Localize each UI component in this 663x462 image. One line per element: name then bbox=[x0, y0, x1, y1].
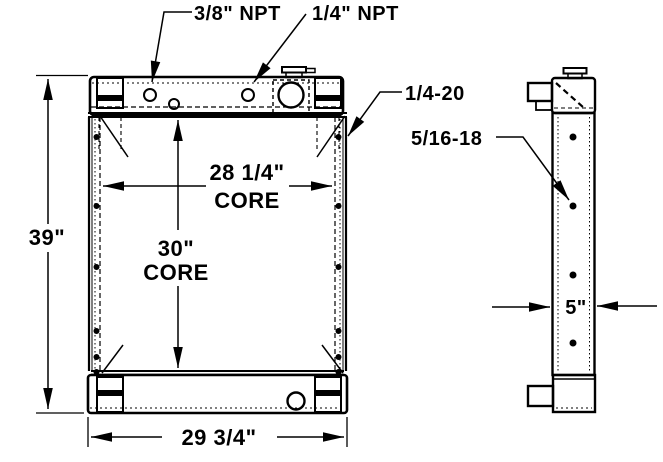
dimension-depth: 5" bbox=[492, 297, 657, 319]
core-side-channel-right bbox=[334, 117, 348, 371]
core-height-word: CORE bbox=[143, 260, 209, 285]
gusset-top-left bbox=[99, 115, 129, 158]
npt-1-4-label: 1/4" NPT bbox=[312, 3, 399, 25]
overflow-hole bbox=[168, 98, 180, 110]
front-view bbox=[86, 66, 349, 415]
callout-1-4-20: 1/4-20 bbox=[347, 83, 465, 137]
side-threaded-holes bbox=[569, 133, 577, 347]
thread-1-4-20-label: 1/4-20 bbox=[405, 83, 465, 105]
inlet-pipe bbox=[526, 81, 554, 111]
mounting-foot-left bbox=[96, 376, 124, 413]
side-body bbox=[551, 111, 596, 377]
npt-3-8-label: 3/8" NPT bbox=[194, 3, 281, 25]
side-view bbox=[526, 67, 597, 414]
callout-npt-3-8: 3/8" NPT bbox=[150, 3, 281, 83]
npt-1-4-hole bbox=[241, 88, 255, 102]
depth-label: 5" bbox=[565, 297, 587, 319]
outlet-pipe bbox=[526, 384, 555, 408]
core-width-word: CORE bbox=[214, 188, 280, 213]
gusset-bottom-left bbox=[101, 344, 124, 374]
overall-width-label: 29 3/4" bbox=[181, 425, 256, 450]
core-side-channel-left bbox=[87, 117, 101, 371]
side-tank-baffle bbox=[555, 82, 585, 109]
front-bottom-tank bbox=[86, 373, 349, 415]
filler-cap bbox=[272, 66, 316, 114]
dimension-core-height: 30" CORE bbox=[143, 120, 209, 368]
dimension-core-width: 28 1/4" CORE bbox=[103, 160, 332, 213]
channel-bolt-holes-left bbox=[93, 134, 100, 375]
callout-5-16-18: 5/16-18 bbox=[411, 128, 570, 201]
core-height-value: 30" bbox=[158, 236, 194, 261]
mounting-foot-right bbox=[314, 376, 342, 413]
dimension-29-3-4: 29 3/4" bbox=[87, 417, 348, 450]
front-top-tank bbox=[88, 75, 345, 117]
callout-npt-1-4: 1/4" NPT bbox=[253, 3, 399, 83]
side-bottom-tank bbox=[551, 373, 597, 414]
channel-bolt-holes-right bbox=[335, 134, 342, 375]
thread-5-16-18-label: 5/16-18 bbox=[411, 128, 482, 150]
dimension-39: 39" bbox=[29, 74, 88, 414]
drain-hole bbox=[286, 391, 306, 411]
gusset-bottom-right bbox=[321, 344, 344, 374]
core-width-value: 28 1/4" bbox=[209, 160, 284, 185]
gusset-top-right bbox=[316, 115, 346, 158]
side-top-tank bbox=[550, 76, 597, 115]
npt-3-8-hole bbox=[143, 88, 157, 102]
overall-height-label: 39" bbox=[29, 225, 65, 250]
